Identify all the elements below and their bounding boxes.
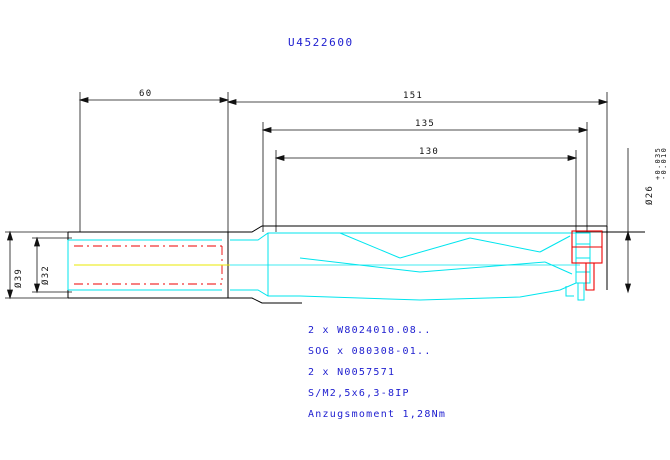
dim-tolerance-lower: -0.010 bbox=[660, 146, 668, 180]
note-line: S/M2,5x6,3-8IP bbox=[308, 388, 410, 399]
note-line: Anzugsmoment 1,28Nm bbox=[308, 409, 447, 420]
dim-dia-shank: Ø32 bbox=[41, 264, 51, 285]
flute-body-cyan bbox=[230, 232, 577, 301]
dim-dia-tool: Ø26 bbox=[645, 184, 655, 205]
end-profile-black bbox=[602, 226, 645, 290]
page-title: U4522600 bbox=[288, 36, 354, 49]
note-line: 2 x N0057571 bbox=[308, 367, 396, 378]
note-line: SOG x 080308-01.. bbox=[308, 346, 432, 357]
dimension-lines-left bbox=[5, 230, 72, 300]
insert-pocket-red bbox=[571, 230, 603, 291]
dim-shank-length: 60 bbox=[139, 89, 153, 99]
drill-tip-detail-cyan bbox=[565, 232, 591, 301]
dim-dia-flange: Ø39 bbox=[14, 267, 24, 288]
dim-flute-length: 130 bbox=[419, 147, 440, 157]
dim-overall-length: 151 bbox=[403, 91, 424, 101]
dim-length-135: 135 bbox=[415, 119, 436, 129]
body-outline-black bbox=[228, 225, 607, 304]
note-line: 2 x W8024010.08.. bbox=[308, 325, 432, 336]
notes-block: 2 x W8024010.08.. SOG x 080308-01.. 2 x … bbox=[308, 320, 446, 425]
shank-bore-cyan bbox=[67, 239, 222, 291]
